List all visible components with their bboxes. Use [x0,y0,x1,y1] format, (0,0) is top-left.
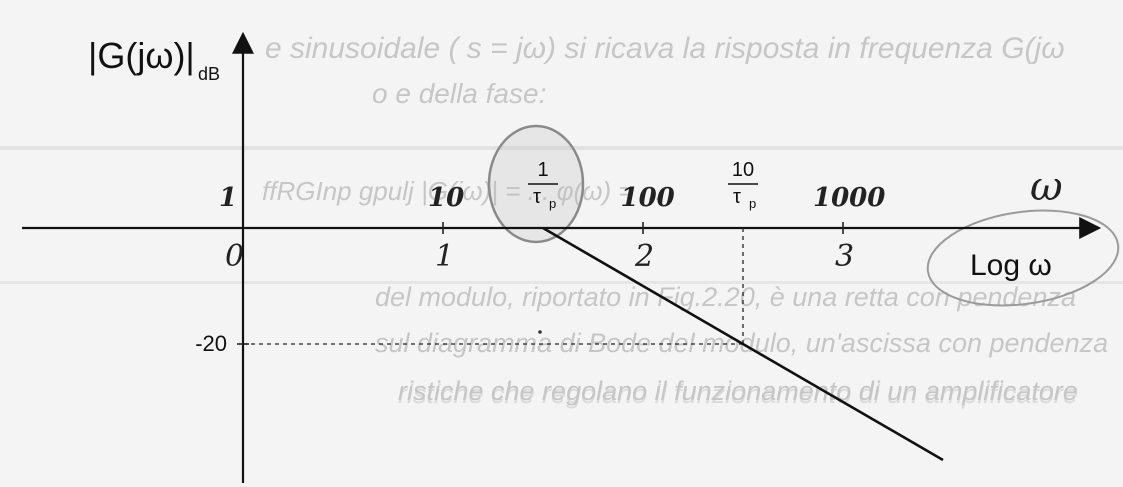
bleed-line-3: ffRGInp gpulj |G(jω)| = ... φ(ω) = ... [262,176,662,206]
x-tick-label-below-3: 3 [835,239,854,274]
bleed-line-6: ristiche che regolano il funzionamento d… [398,376,1078,406]
omega-handwritten-label: ω [1030,164,1063,210]
y-axis-label: |G(jω)| [88,35,195,76]
corner-fraction-sub-0: p [549,196,556,211]
x-tick-label-above-0: 1 [219,183,237,213]
x-tick-label-above-3: 1000 [813,183,885,213]
x-tick-label-below-2: 2 [634,239,654,274]
guide-lines [243,228,744,345]
series-group [542,226,944,462]
y-axis-label-subscript: dB [198,64,220,84]
corner-fraction-num-0: 1 [537,159,548,181]
corner-fraction-num-1: 10 [732,159,754,181]
y-tick-label-0: -20 [195,331,227,356]
x-tick-label-below-1: 1 [435,239,454,274]
axis-labels: |G(jω)| dB Log ω ω [88,35,1063,282]
x-tick-label-above-2: 100 [621,183,675,213]
axes [22,31,1102,483]
bleed-line-4: del modulo, riportato in Fig.2.20, è una… [375,282,1076,312]
bleed-line-2: o e della fase: [372,78,546,109]
stray-mark [538,330,542,334]
corner-fraction-sub-1: p [749,196,756,211]
bleed-line-7: ristiche che regolano il funzionamento d… [398,379,1078,409]
corner-fraction-den-1: τ [733,186,741,208]
x-axis-label: Log ω [970,249,1052,282]
series-line-0 [542,226,944,462]
x-tick-label-above-1: 10 [428,183,464,213]
pencil-oval-axis-label [926,209,1120,307]
x-tick-label-below-0: 0 [225,239,244,274]
corner-fraction-den-0: τ [533,186,541,208]
bleed-line-1: e sinusoidale ( s = jω) si ricava la ris… [265,32,1065,65]
